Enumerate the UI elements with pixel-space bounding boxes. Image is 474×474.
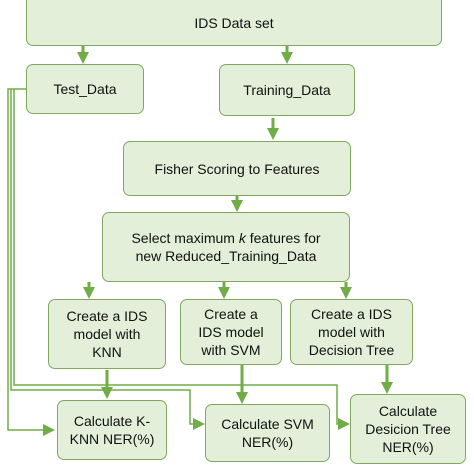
box-ids-dataset-label: IDS Data set [194, 15, 274, 31]
box-training-data: Training_Data [219, 64, 355, 116]
box-create-knn-label: Create a IDS model with KNN [66, 308, 148, 360]
line-test-to-calc-dt [13, 89, 350, 430]
box-fisher-scoring-label: Fisher Scoring to Features [154, 160, 320, 177]
box-calc-knn-label: Calculate K- KNN NER(%) [69, 413, 155, 447]
box-test-data: Test_Data [26, 64, 144, 114]
box-create-dt: Create a IDS model with Decision Tree [290, 299, 413, 365]
box-training-data-label: Training_Data [243, 82, 331, 98]
box-create-dt-label: Create a IDS model with Decision Tree [308, 306, 395, 358]
line-test-to-calc-svm [10, 89, 205, 430]
box-create-svm-label: Create a IDS model with SVM [198, 306, 264, 358]
box-create-knn: Create a IDS model with KNN [48, 299, 166, 369]
box-calc-svm-label: Calculate SVM NER(%) [221, 416, 314, 450]
line-test-to-calc-knn [7, 88, 55, 436]
box-create-svm: Create a IDS model with SVM [180, 299, 282, 365]
box-calc-svm: Calculate SVM NER(%) [205, 404, 330, 462]
box-calc-knn: Calculate K- KNN NER(%) [57, 400, 167, 460]
box-test-data-label: Test_Data [53, 81, 117, 97]
box-calc-dt: Calculate Desicion Tree NER(%) [350, 394, 466, 464]
box-calc-dt-label: Calculate Desicion Tree NER(%) [365, 403, 451, 455]
box-ids-dataset: IDS Data set [26, 0, 442, 46]
box-fisher-scoring: Fisher Scoring to Features [123, 141, 351, 196]
